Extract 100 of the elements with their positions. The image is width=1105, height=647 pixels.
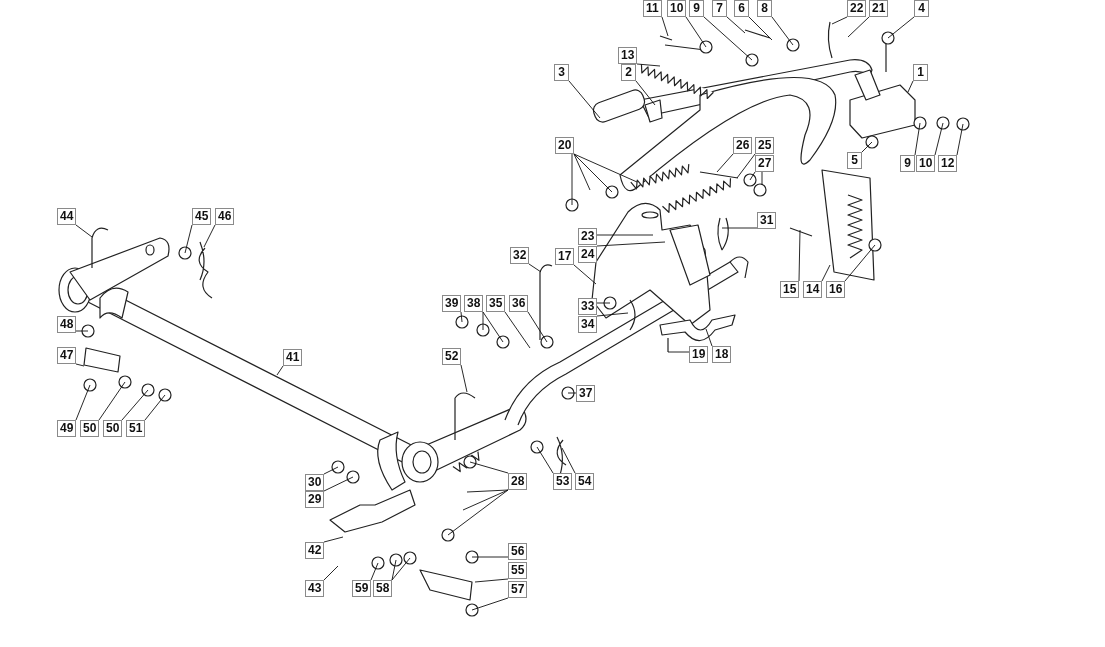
callout-number: 13 [618, 47, 638, 64]
leader-line [914, 122, 921, 156]
leader-line [798, 229, 801, 282]
leader-line [635, 80, 656, 106]
leader-line [471, 556, 509, 558]
leader-line [460, 311, 463, 323]
leader-line [847, 16, 870, 38]
callout-number: 30 [305, 474, 325, 491]
leader-line [528, 263, 542, 273]
callout-number: 25 [755, 137, 775, 154]
leader-line [144, 394, 166, 421]
leader-line [203, 224, 216, 248]
leader-line [482, 311, 484, 331]
leader-line [887, 16, 915, 39]
leader-line [121, 389, 149, 421]
leader-line [636, 63, 661, 67]
callout-number: 46 [215, 208, 235, 225]
callout-number: 39 [442, 295, 462, 312]
callout-number: 41 [283, 349, 303, 366]
leader-line [276, 365, 284, 376]
leader-line [447, 489, 509, 536]
callout-number: 26 [733, 137, 753, 154]
leader-line [736, 153, 756, 179]
leader-line [844, 244, 876, 282]
callout-number: 21 [869, 0, 889, 17]
leader-line [474, 578, 509, 583]
leader-line [956, 123, 964, 156]
callout-number: 18 [712, 346, 732, 363]
leader-line [761, 171, 763, 186]
callout-number: 36 [509, 295, 529, 312]
callout-number: 51 [126, 420, 146, 437]
callout-number: 10 [667, 0, 687, 17]
leader-line [749, 171, 756, 181]
callout-number: 32 [510, 247, 530, 264]
callout-number: 42 [305, 542, 325, 559]
leader-line [75, 363, 85, 367]
leader-line [573, 153, 613, 193]
callout-number: 52 [442, 348, 462, 365]
leader-line [934, 122, 944, 156]
leader-line [596, 234, 654, 236]
callout-number: 58 [373, 580, 393, 597]
callout-number: 15 [780, 281, 800, 298]
leader-line [561, 447, 576, 474]
callout-number: 23 [578, 228, 598, 245]
leader-line [75, 330, 89, 332]
leader-line [748, 16, 773, 41]
callout-number: 8 [757, 0, 772, 17]
callout-number: 10 [916, 155, 936, 172]
callout-number: 22 [847, 0, 867, 17]
leader-line [323, 476, 354, 492]
callout-number: 50 [103, 420, 123, 437]
callout-number: 5 [847, 152, 862, 169]
leader-line [466, 489, 509, 493]
leader-line [323, 536, 344, 543]
leader-line [831, 16, 848, 25]
callout-number: 7 [712, 0, 727, 17]
leader-line [703, 16, 753, 61]
leader-line [596, 312, 629, 317]
leader-line [716, 153, 734, 173]
leader-line [861, 141, 873, 153]
leader-line [460, 364, 468, 393]
leader-line [573, 153, 591, 191]
leader-line [685, 16, 707, 48]
callout-number: 43 [305, 580, 325, 597]
callout-number: 47 [57, 347, 77, 364]
leader-line [573, 153, 638, 183]
leader-line [573, 264, 597, 285]
callout-number: 34 [578, 316, 598, 333]
leader-line [184, 224, 193, 254]
callout-number: 37 [576, 385, 596, 402]
callout-number: 48 [57, 316, 77, 333]
leader-line [98, 381, 126, 421]
callout-number: 44 [57, 208, 77, 225]
leader-line [596, 241, 666, 247]
callout-number: 57 [508, 581, 528, 598]
leader-line [771, 16, 794, 46]
callout-number: 35 [486, 295, 506, 312]
leader-line [721, 227, 758, 229]
callout-number: 33 [578, 298, 598, 315]
callout-number: 3 [554, 64, 569, 81]
leader-line [323, 466, 339, 475]
callout-number: 14 [803, 281, 823, 298]
leader-line [907, 80, 914, 93]
leader-line [504, 311, 531, 349]
callout-number: 4 [914, 0, 929, 17]
callout-number: 55 [508, 562, 528, 579]
callout-number: 29 [305, 491, 325, 508]
leader-line [821, 264, 831, 282]
leader-line [667, 351, 690, 353]
leader-line [567, 392, 577, 394]
callout-number: 54 [575, 473, 595, 490]
callout-number: 1 [913, 64, 928, 81]
leader-line [323, 565, 339, 581]
leader-line [527, 311, 548, 343]
leader-line [482, 311, 504, 343]
leader-line [391, 559, 397, 581]
callout-number: 20 [555, 137, 575, 154]
callout-number: 19 [689, 346, 709, 363]
leader-line [75, 224, 93, 238]
callout-number: 59 [352, 580, 372, 597]
